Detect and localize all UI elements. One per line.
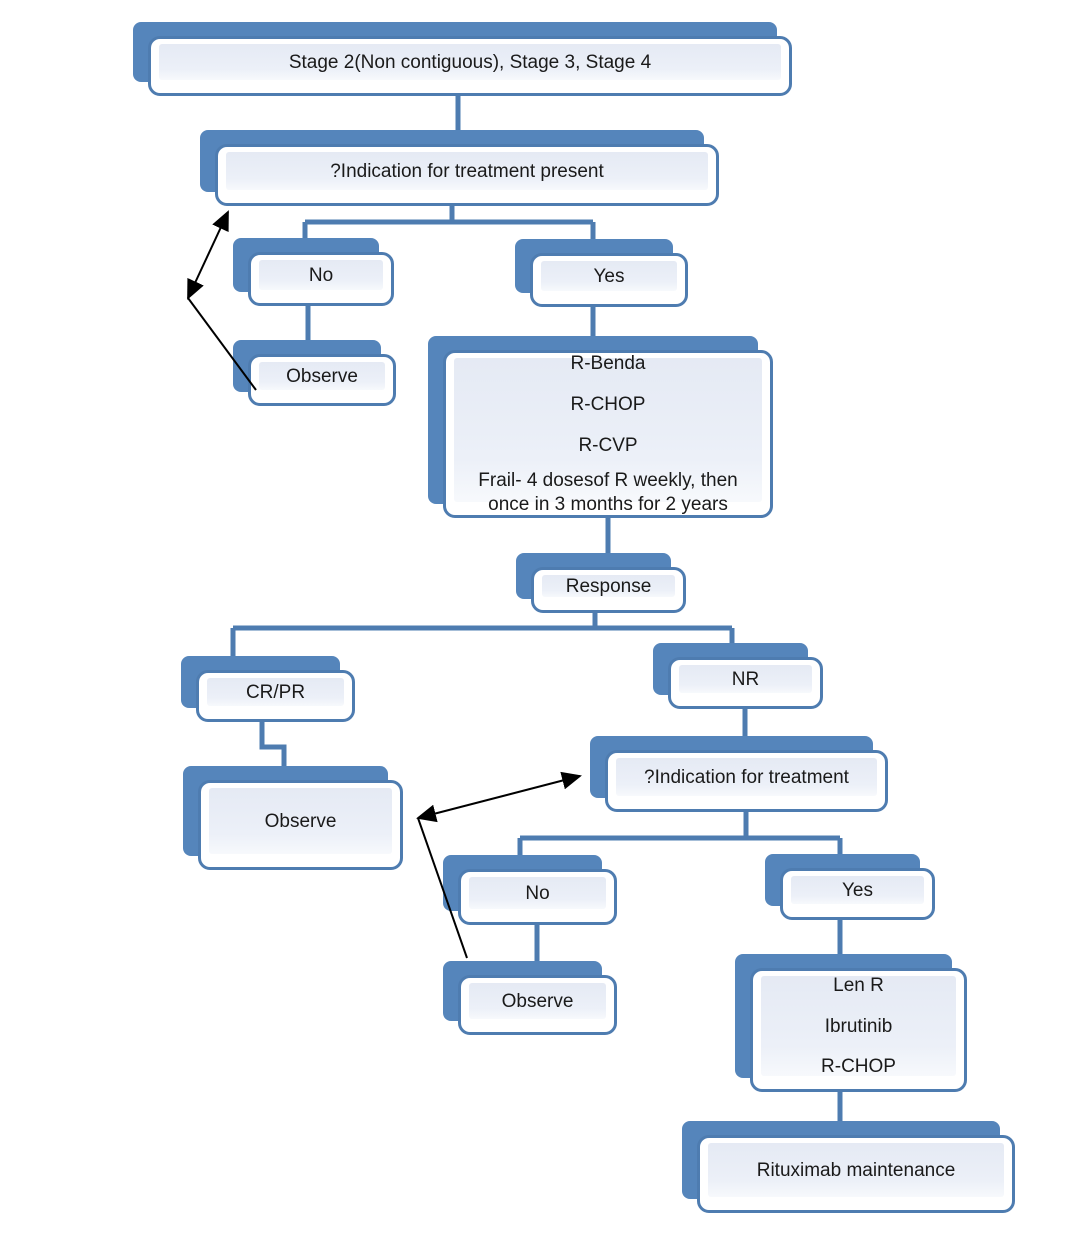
connector-crpr-observe2 (259, 720, 287, 769)
treatment1-frail-note: Frail- 4 dosesof R weekly, then once in … (478, 469, 738, 516)
node-yes2-label: Yes (842, 880, 873, 902)
node-observe2: Observe (183, 766, 403, 870)
node-observe2-label: Observe (264, 811, 337, 833)
node-rituximab-label: Rituximab maintenance (756, 1160, 956, 1182)
node-indication1-label: ?Indication for treatment present (330, 161, 604, 183)
double-arrow-observe1-indication1 (187, 210, 229, 300)
node-rituximab: Rituximab maintenance (682, 1121, 1015, 1213)
node-treatment2-label: Len R Ibrutinib R-CHOP (821, 966, 896, 1095)
node-no1-label: No (308, 265, 334, 287)
node-treatment1: R-Benda R-CHOP R-CVP Frail- 4 dosesof R … (428, 336, 773, 518)
connector-indication2-split (517, 810, 843, 858)
node-observe1-label: Observe (286, 366, 358, 388)
node-stage-label: Stage 2(Non contiguous), Stage 3, Stage … (288, 52, 652, 74)
node-no1: No (233, 238, 394, 306)
node-treatment2: Len R Ibrutinib R-CHOP (735, 954, 967, 1095)
node-no2-label: No (525, 883, 550, 905)
node-indication2-label: ?Indication for treatment (644, 767, 849, 789)
treatment1-drug-list: R-Benda R-CHOP R-CVP (570, 353, 646, 456)
double-arrow-observe3-indication2 (416, 771, 582, 823)
node-yes2: Yes (765, 854, 935, 920)
node-observe3-label: Observe (501, 991, 574, 1013)
node-nr: NR (653, 643, 823, 709)
node-treatment1-label: R-Benda R-CHOP R-CVP Frail- 4 dosesof R … (466, 344, 750, 524)
node-indication2: ?Indication for treatment (590, 736, 888, 812)
treatment2-drug-list: Len R Ibrutinib R-CHOP (821, 974, 896, 1078)
node-observe3: Observe (443, 961, 617, 1035)
node-crpr-label: CR/PR (245, 682, 306, 704)
node-indication1: ?Indication for treatment present (200, 130, 719, 206)
node-stage: Stage 2(Non contiguous), Stage 3, Stage … (133, 22, 792, 96)
node-yes1: Yes (515, 239, 688, 307)
node-response-label: Response (565, 576, 652, 598)
node-crpr: CR/PR (181, 656, 355, 722)
node-no2: No (443, 855, 617, 925)
node-response: Response (516, 553, 686, 613)
node-nr-label: NR (731, 669, 760, 691)
node-yes1-label: Yes (593, 266, 625, 288)
node-observe1: Observe (233, 340, 396, 406)
